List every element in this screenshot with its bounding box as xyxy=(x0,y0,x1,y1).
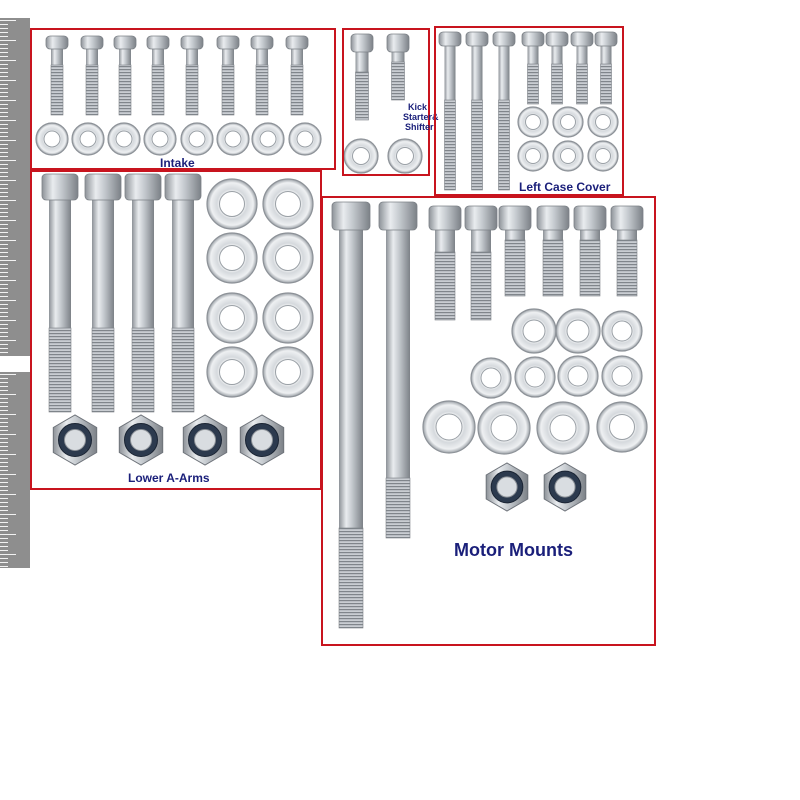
intake-washer xyxy=(35,122,69,156)
motor-mount-washer xyxy=(536,401,590,455)
case-cover-washer xyxy=(587,106,619,138)
motor-mount-long-bolt xyxy=(331,201,371,629)
a-arm-washer xyxy=(206,178,258,230)
intake-bolt xyxy=(216,35,240,116)
measuring-ruler-lower xyxy=(0,372,30,568)
intake-bolt xyxy=(113,35,137,116)
intake-washer xyxy=(251,122,285,156)
motor-mount-washer xyxy=(601,355,643,397)
a-arm-bolt xyxy=(41,173,79,413)
motor-mount-washer xyxy=(511,308,557,354)
a-arm-washer xyxy=(206,346,258,398)
intake-bolt xyxy=(285,35,309,116)
section-intake xyxy=(30,28,336,170)
motor-mount-washer xyxy=(422,400,476,454)
case-cover-washer xyxy=(517,140,549,172)
motor-mount-washer xyxy=(601,310,643,352)
ruler-ticks-lower xyxy=(0,374,16,567)
motor-mount-lock-nut xyxy=(485,462,529,512)
intake-washer xyxy=(107,122,141,156)
motor-mount-bolt xyxy=(498,205,532,297)
motor-mount-bolt xyxy=(428,205,462,321)
section-motor-mounts xyxy=(321,196,656,646)
intake-washer xyxy=(180,122,214,156)
motor-mount-washer xyxy=(470,357,512,399)
intake-washer xyxy=(143,122,177,156)
intake-washer xyxy=(216,122,250,156)
a-arm-lock-nut xyxy=(239,414,285,466)
motor-mount-washer xyxy=(555,308,601,354)
label-lower-a-arms: Lower A-Arms xyxy=(128,471,210,485)
a-arm-washer xyxy=(262,178,314,230)
motor-mount-washer xyxy=(557,355,599,397)
motor-mount-washer xyxy=(596,401,648,453)
motor-mount-bolt xyxy=(610,205,644,297)
a-arm-washer xyxy=(206,292,258,344)
label-kick-line3: Shifter xyxy=(405,122,434,132)
measuring-ruler-upper xyxy=(0,18,30,356)
ruler-ticks-upper xyxy=(0,20,16,353)
a-arm-bolt xyxy=(164,173,202,413)
label-kick-line2: Starter& xyxy=(403,112,439,122)
kick-washer xyxy=(343,138,379,174)
label-left-case-cover: Left Case Cover xyxy=(519,180,611,194)
case-cover-washer xyxy=(587,140,619,172)
case-cover-long-bolt xyxy=(438,31,462,191)
intake-bolt xyxy=(180,35,204,116)
intake-washer xyxy=(288,122,322,156)
case-cover-short-bolt xyxy=(570,31,594,105)
a-arm-lock-nut xyxy=(182,414,228,466)
label-intake: Intake xyxy=(160,156,195,170)
a-arm-lock-nut xyxy=(52,414,98,466)
motor-mount-bolt xyxy=(464,205,498,321)
case-cover-short-bolt xyxy=(594,31,618,105)
a-arm-washer xyxy=(262,346,314,398)
case-cover-long-bolt xyxy=(465,31,489,191)
a-arm-bolt xyxy=(84,173,122,413)
case-cover-short-bolt xyxy=(521,31,545,105)
case-cover-washer xyxy=(552,140,584,172)
intake-bolt xyxy=(80,35,104,116)
motor-mount-bolt xyxy=(536,205,570,297)
case-cover-washer xyxy=(552,106,584,138)
motor-mount-lock-nut xyxy=(543,462,587,512)
section-lower-a-arms xyxy=(30,170,322,490)
a-arm-lock-nut xyxy=(118,414,164,466)
label-motor-mounts: Motor Mounts xyxy=(454,540,573,560)
intake-bolt xyxy=(250,35,274,116)
kick-bolt xyxy=(350,33,374,121)
motor-mount-bolt xyxy=(573,205,607,297)
section-left-case-cover xyxy=(434,26,624,196)
kick-bolt xyxy=(386,33,410,101)
case-cover-long-bolt xyxy=(492,31,516,191)
motor-mount-long-bolt xyxy=(378,201,418,539)
case-cover-washer xyxy=(517,106,549,138)
intake-bolt xyxy=(45,35,69,116)
case-cover-short-bolt xyxy=(545,31,569,105)
intake-washer xyxy=(71,122,105,156)
motor-mount-washer xyxy=(477,401,531,455)
a-arm-washer xyxy=(206,232,258,284)
kick-washer xyxy=(387,138,423,174)
section-kick-starter-shifter xyxy=(342,28,430,176)
intake-bolt xyxy=(146,35,170,116)
motor-mount-washer xyxy=(514,356,556,398)
label-kick-line1: Kick xyxy=(408,102,428,112)
a-arm-washer xyxy=(262,232,314,284)
a-arm-washer xyxy=(262,292,314,344)
a-arm-bolt xyxy=(124,173,162,413)
